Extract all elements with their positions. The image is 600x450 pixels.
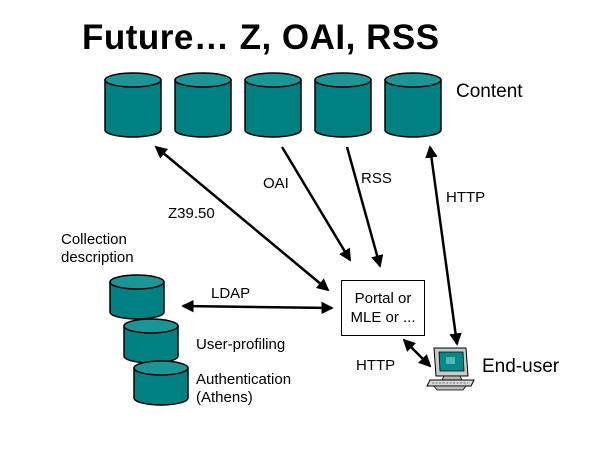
collection-label-line2: description (61, 249, 134, 266)
portal-label-line2: MLE or ... (350, 309, 416, 326)
http-portal-label: HTTP (356, 357, 396, 374)
collection-description-label: Collection description (61, 231, 134, 267)
content-label: Content (456, 81, 523, 102)
slide-title: Future… Z, OAI, RSS (82, 18, 440, 57)
oai-label: OAI (263, 175, 289, 192)
end-user-label: End-user (482, 356, 560, 377)
http-content-arrow (425, 145, 462, 346)
authentication-label-line2: (Athens) (196, 389, 253, 406)
authentication-label: Authentication (Athens) (196, 371, 291, 407)
ldap-label: LDAP (211, 285, 251, 302)
http-portal-arrow (402, 338, 432, 368)
oai-arrow (280, 146, 352, 262)
portal-label-line1: Portal or (354, 290, 412, 307)
content-database-5-icon (384, 72, 442, 138)
content-database-3-icon (244, 72, 302, 138)
end-user-computer-icon (426, 347, 475, 391)
z3950-label: Z39.50 (168, 205, 215, 222)
authentication-database-icon (133, 360, 189, 406)
portal-box: Portal or MLE or ... (341, 280, 425, 336)
rss-arrow (345, 146, 384, 268)
content-database-1-icon (104, 72, 162, 138)
rss-label: RSS (361, 170, 392, 187)
user-profiling-database-icon (123, 318, 179, 364)
connection-arrows (154, 145, 462, 368)
collection-label-line1: Collection (61, 231, 127, 248)
local-databases (109, 274, 189, 406)
http-content-label: HTTP (446, 189, 486, 206)
content-database-4-icon (314, 72, 372, 138)
z3950-arrow (154, 145, 330, 292)
content-databases (104, 72, 442, 138)
content-database-2-icon (174, 72, 232, 138)
user-profiling-label: User-profiling (196, 336, 286, 353)
ldap-arrow (181, 299, 334, 315)
collection-description-database-icon (109, 274, 165, 320)
authentication-label-line1: Authentication (196, 371, 292, 388)
